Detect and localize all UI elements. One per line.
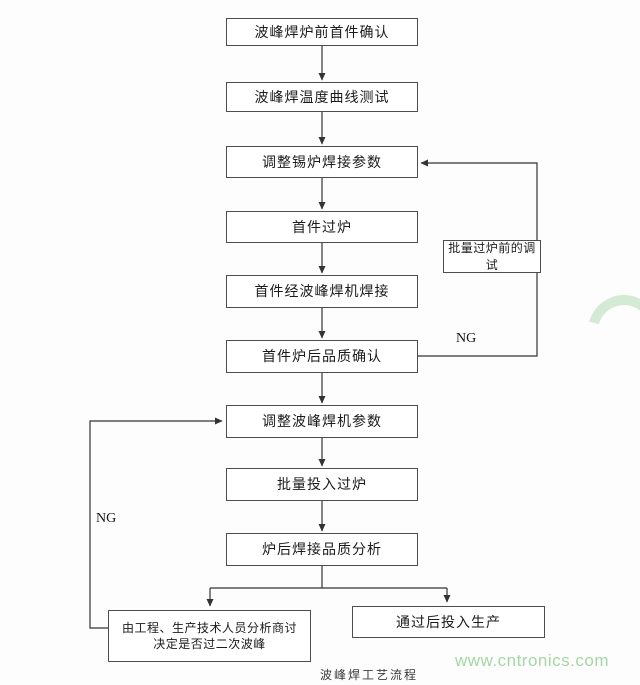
flow-node-step9: 炉后焊接品质分析 [226,533,418,566]
flow-node-step2-label: 波峰焊温度曲线测试 [254,88,390,105]
flow-node-production-bottom-right: 通过后投入生产 [352,606,545,638]
flow-node-step2: 波峰焊温度曲线测试 [226,82,418,112]
flow-node-step7-label: 调整波峰焊机参数 [262,413,382,430]
flow-node-step9-label: 炉后焊接品质分析 [262,541,382,558]
flow-node-step3: 调整锡炉焊接参数 [226,146,418,178]
flow-node-step1: 波峰焊炉前首件确认 [226,18,418,46]
flow-node-step6: 首件炉后品质确认 [226,340,418,373]
flow-node-step8: 批量投入过炉 [226,468,418,501]
flow-node-debug-side-label: 批量过炉前的调试 [448,241,536,272]
flow-node-debug-side: 批量过炉前的调试 [443,240,541,273]
ng-label-right: NG [456,331,477,346]
flow-node-step4-label: 首件过炉 [292,218,352,235]
flow-node-decision-line1: 由工程、生产技术人员分析商讨 [121,620,297,635]
flow-node-step8-label: 批量投入过炉 [277,476,367,493]
diagram-caption: 波峰焊工艺流程 [320,668,419,682]
watermark-text: www.cntronics.com [455,651,609,670]
ng-label-left: NG [96,511,117,526]
flow-node-step5-label: 首件经波峰焊机焊接 [254,283,390,300]
flow-node-step7: 调整波峰焊机参数 [226,405,418,438]
flow-node-step3-label: 调整锡炉焊接参数 [262,153,382,170]
flow-node-production-label: 通过后投入生产 [396,613,501,630]
flow-node-step1-label: 波峰焊炉前首件确认 [254,23,390,40]
flow-node-step4: 首件过炉 [226,211,418,243]
flow-node-step6-label: 首件炉后品质确认 [262,348,382,365]
flow-node-decision-line2: 决定是否过二次波峰 [153,637,266,651]
edge-ng-left-loop [89,417,223,629]
flow-node-decision-bottom-left: 由工程、生产技术人员分析商讨 决定是否过二次波峰 [108,610,311,662]
flow-node-step5: 首件经波峰焊机焊接 [226,275,418,308]
